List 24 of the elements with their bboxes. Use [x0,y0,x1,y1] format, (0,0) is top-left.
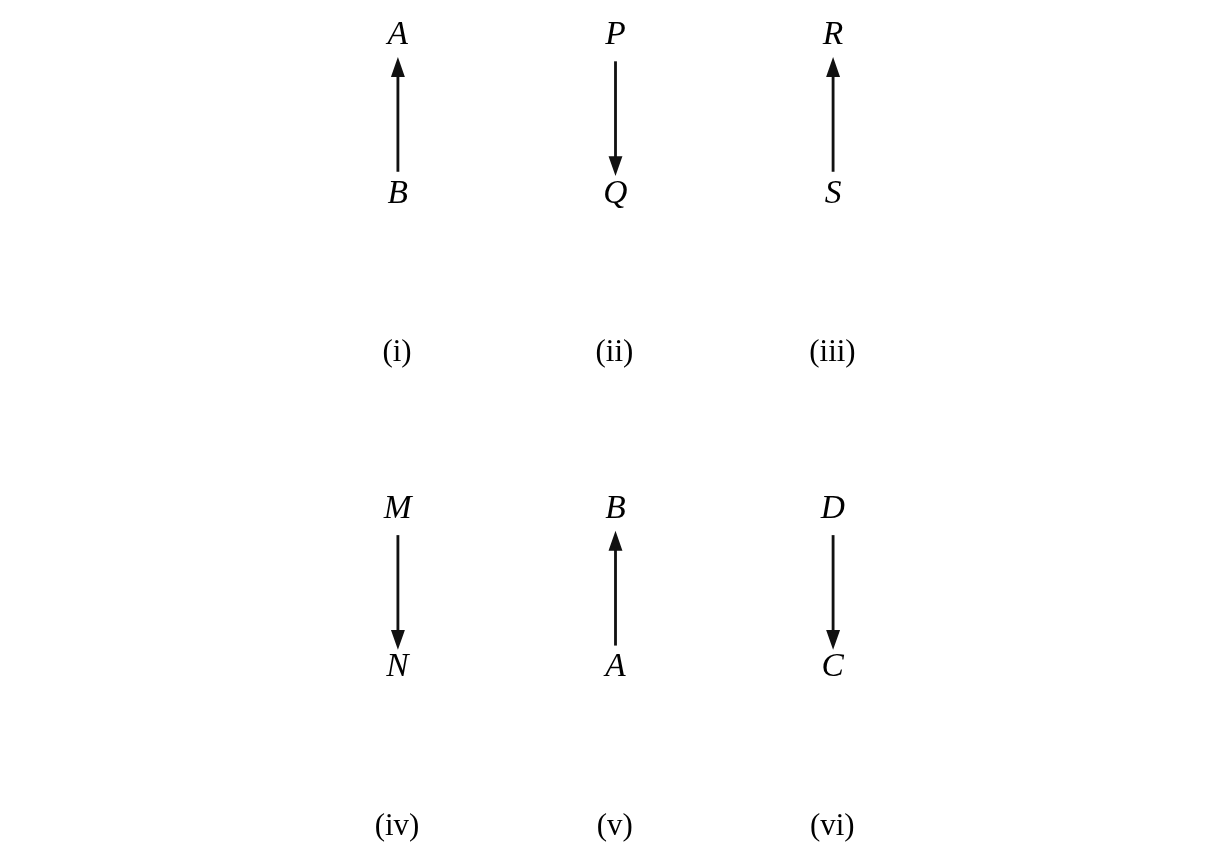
label: (vi) [809,807,855,843]
label: (ii) [595,333,633,369]
node-text: C [821,646,844,684]
label: (iii) [808,333,856,369]
label: (iv) [374,807,419,843]
node-text: A [387,14,408,52]
node-text: Q [602,172,627,210]
arrow [608,61,622,177]
arrow [825,57,840,172]
node-text: R [822,14,843,52]
node-text: B [604,488,626,526]
arrow [390,535,405,650]
label: (i) [381,333,412,369]
node-text: M [383,488,412,526]
node-text: S [824,172,841,210]
node-text: A [604,646,626,684]
label: (v) [596,807,633,843]
node-text: N [385,646,409,684]
node-text: D [820,488,845,526]
node-text: P [604,14,626,52]
arrow [825,535,840,650]
arrow [608,530,622,646]
arrow [390,57,405,172]
node-text: B [387,172,408,210]
